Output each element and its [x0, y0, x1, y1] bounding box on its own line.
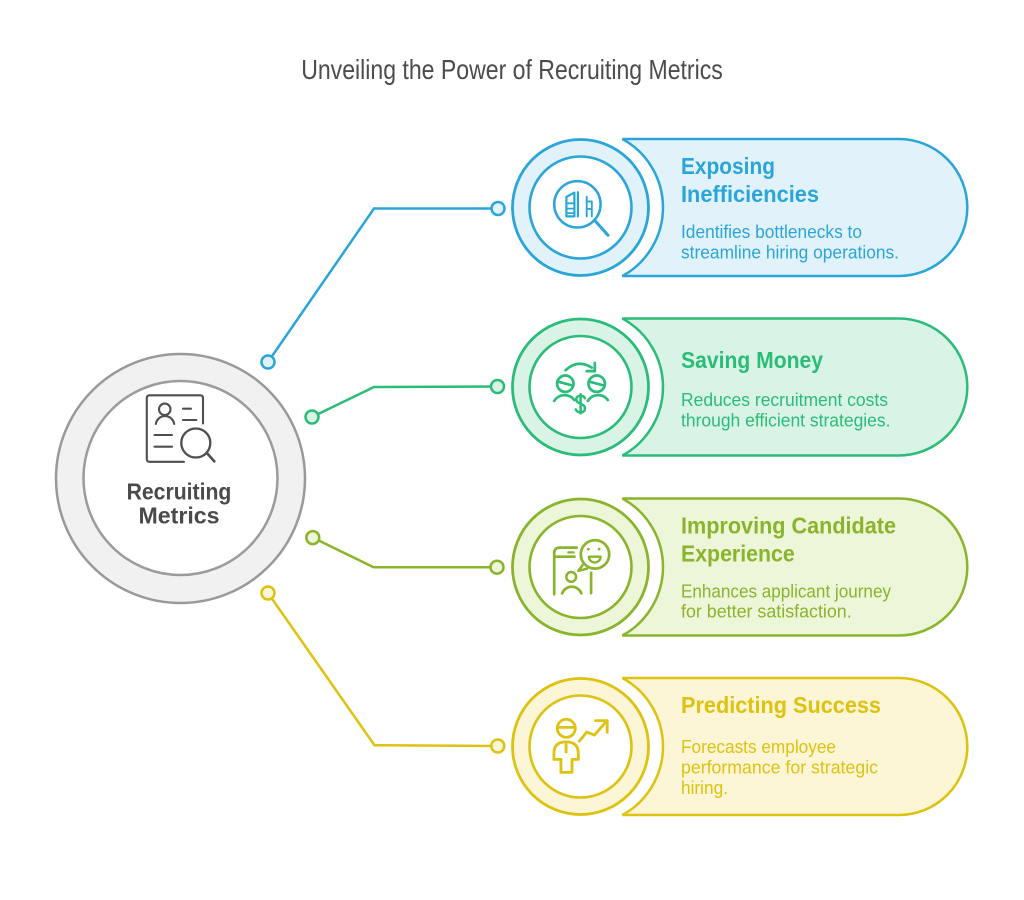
svg-text:performance for strategic: performance for strategic: [681, 758, 878, 778]
svg-text:Predicting Success: Predicting Success: [681, 692, 881, 718]
svg-text:Metrics: Metrics: [139, 503, 220, 529]
svg-text:Forecasts employee: Forecasts employee: [681, 737, 836, 757]
svg-text:streamline hiring operations.: streamline hiring operations.: [681, 243, 899, 263]
svg-text:Reduces recruitment costs: Reduces recruitment costs: [681, 390, 888, 410]
svg-text:Enhances applicant journey: Enhances applicant journey: [681, 582, 891, 602]
svg-text:Experience: Experience: [681, 541, 795, 567]
svg-text:for better satisfaction.: for better satisfaction.: [681, 602, 852, 622]
svg-text:Saving Money: Saving Money: [681, 347, 823, 373]
svg-text:Inefficiencies: Inefficiencies: [681, 181, 819, 207]
svg-text:Improving Candidate: Improving Candidate: [681, 513, 896, 539]
svg-text:Unveiling the Power of Recruit: Unveiling the Power of Recruiting Metric…: [301, 54, 723, 85]
svg-text:Identifies bottlenecks to: Identifies bottlenecks to: [681, 222, 862, 242]
svg-text:through efficient strategies.: through efficient strategies.: [681, 411, 891, 431]
svg-text:Exposing: Exposing: [681, 153, 775, 179]
svg-text:Recruiting: Recruiting: [127, 478, 232, 504]
svg-text:hiring.: hiring.: [681, 778, 728, 798]
